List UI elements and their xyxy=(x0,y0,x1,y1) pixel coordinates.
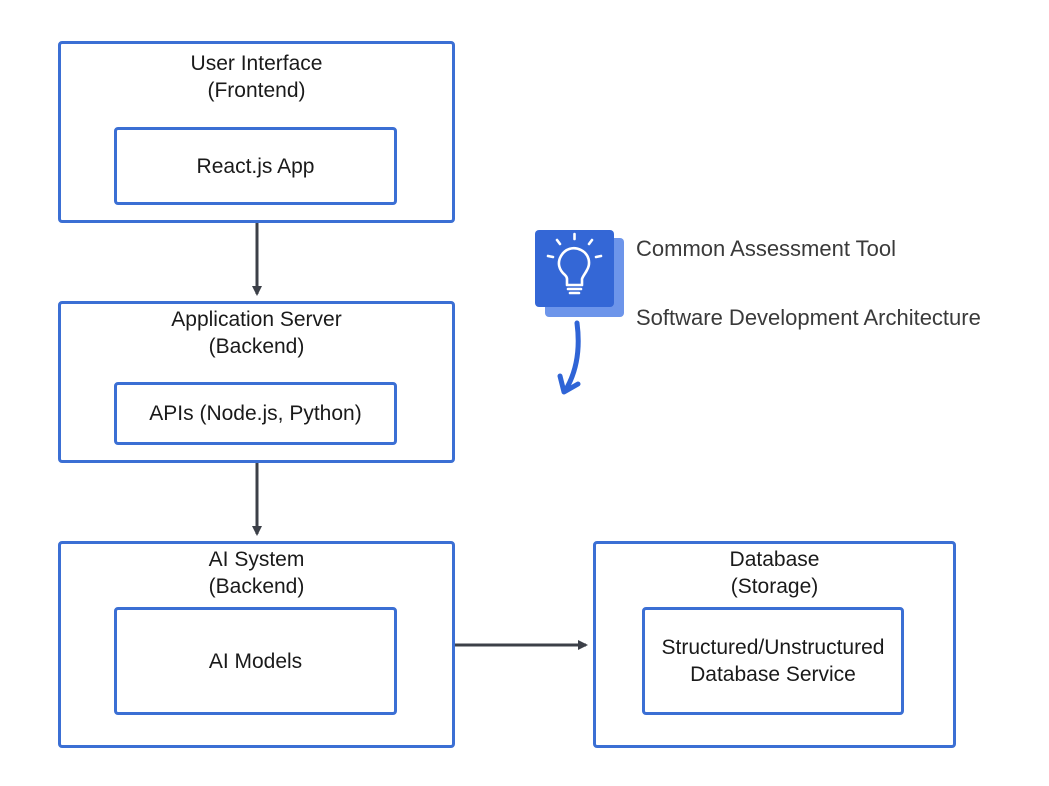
app-server-title-line2: (Backend) xyxy=(208,335,305,358)
ai-system-title-line1: AI System xyxy=(208,548,305,571)
database-box: Database (Storage) Structured/Unstructur… xyxy=(593,541,956,748)
database-service-box: Structured/Unstructured Database Service xyxy=(642,607,904,715)
database-title-line1: Database xyxy=(729,548,820,571)
ui-frontend-title: User Interface (Frontend) xyxy=(61,50,452,104)
ai-system-title: AI System (Backend) xyxy=(61,546,452,600)
app-server-title: Application Server (Backend) xyxy=(61,306,452,360)
ai-system-box: AI System (Backend) AI Models xyxy=(58,541,455,748)
apis-box: APIs (Node.js, Python) xyxy=(114,382,397,445)
database-title: Database (Storage) xyxy=(596,546,953,600)
database-service-line2: Database Service xyxy=(690,663,856,686)
curved-down-arrow-icon xyxy=(557,320,581,395)
lightbulb-icon xyxy=(535,230,624,317)
ai-models-box: AI Models xyxy=(114,607,397,715)
diagram-title: Common Assessment Tool xyxy=(636,236,897,261)
react-app-box: React.js App xyxy=(114,127,397,205)
database-title-line2: (Storage) xyxy=(730,575,819,598)
ui-frontend-title-line2: (Frontend) xyxy=(207,79,306,102)
database-service-line1: Structured/Unstructured xyxy=(661,636,885,659)
react-app-label: React.js App xyxy=(196,154,315,178)
ai-system-title-line2: (Backend) xyxy=(208,575,305,598)
ui-frontend-box: User Interface (Frontend) React.js App xyxy=(58,41,455,223)
apis-label: APIs (Node.js, Python) xyxy=(149,402,362,425)
diagram-subtitle: Software Development Architecture xyxy=(636,305,981,330)
ui-frontend-title-line1: User Interface xyxy=(190,52,323,75)
ai-models-label: AI Models xyxy=(208,649,303,673)
app-server-box: Application Server (Backend) APIs (Node.… xyxy=(58,301,455,463)
app-server-title-line1: Application Server xyxy=(171,308,342,331)
